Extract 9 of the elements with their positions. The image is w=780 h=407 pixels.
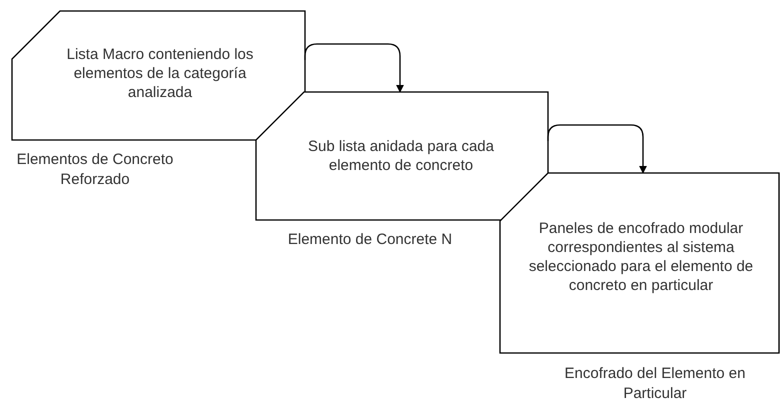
card-caption: Encofrado del Elemento en Particular bbox=[564, 364, 746, 404]
card-text: Paneles de encofrado modular correspondientes al sistema seleccionado para el elemento de concreto en particular bbox=[528, 219, 754, 295]
card-text: Sub lista anidada para cada elemento de concreto bbox=[307, 137, 495, 175]
cut-corner-card bbox=[500, 173, 779, 353]
cut-corner-card bbox=[256, 92, 548, 220]
card-caption: Elementos de Concreto Reforzado bbox=[16, 150, 174, 190]
cut-corner-card bbox=[12, 11, 305, 140]
card-caption: Elemento de Concrete N bbox=[286, 230, 454, 250]
card-text: Lista Macro conteniendo los elementos de la categoría analizada bbox=[66, 45, 254, 102]
